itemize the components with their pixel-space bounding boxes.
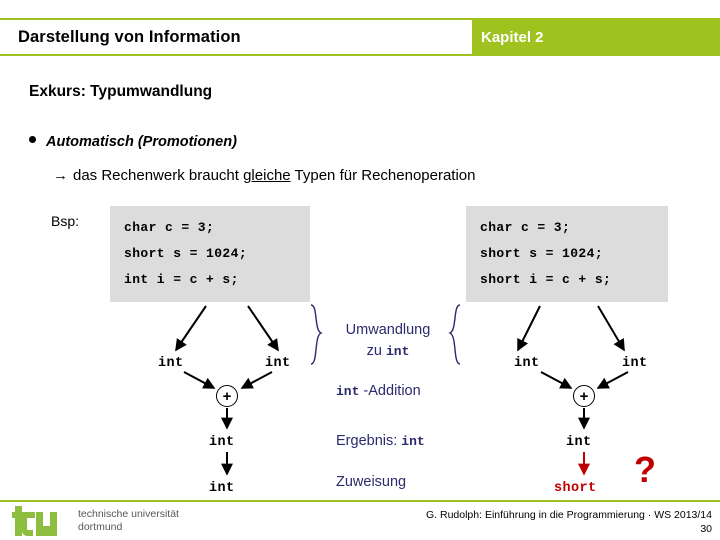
left-operand-1: int: [158, 356, 184, 371]
bullet-subline: → das Rechenwerk braucht gleiche Typen fü…: [53, 167, 476, 184]
right-operand-1: int: [514, 356, 540, 371]
arrow-left-op2-plus: [240, 371, 273, 389]
annotation-result: Ergebnis: int: [336, 433, 425, 449]
code-block-right: char c = 3; short s = 1024; short i = c …: [466, 206, 668, 302]
annotation-addition-text: -Addition: [359, 383, 421, 399]
annotation-conversion-line1: Umwandlung: [345, 322, 431, 338]
right-result: int: [566, 435, 592, 450]
footer-credit: G. Rudolph: Einführung in die Programmie…: [426, 509, 712, 521]
annotation-result-code: int: [401, 434, 425, 449]
annotation-conversion-line2-code: int: [385, 344, 410, 359]
brace-left: [310, 304, 323, 365]
section-heading: Exkurs: Typumwandlung: [29, 83, 213, 100]
bullet-label: Automatisch (Promotionen): [46, 134, 237, 150]
code-left-line1: char c = 3;: [124, 220, 215, 235]
code-right-line2: short s = 1024;: [480, 246, 604, 261]
bullet-item-automatisch: Automatisch (Promotionen): [29, 134, 237, 150]
brace-right: [448, 304, 461, 365]
example-label: Bsp:: [51, 213, 80, 229]
subline-emphasis: gleiche: [243, 167, 291, 184]
annotation-addition-code: int: [336, 384, 360, 399]
right-arrow-icon: →: [53, 167, 68, 184]
left-plus-operator: +: [216, 385, 238, 407]
subline-pre: das Rechenwerk braucht: [73, 167, 244, 184]
arrow-right-operand2: [597, 305, 625, 352]
tu-logo-icon: [12, 506, 57, 536]
question-mark-icon: ?: [634, 449, 656, 490]
tu-logo-line1: technische universität: [78, 507, 179, 520]
chapter-label: Kapitel 2: [481, 28, 544, 46]
code-block-left: char c = 3; short s = 1024; int i = c + …: [110, 206, 310, 302]
tu-logo-text: technische universität dortmund: [78, 508, 179, 535]
subline-post: Typen für Rechenoperation: [290, 167, 476, 184]
arrow-right-op1-plus: [540, 371, 573, 389]
left-assigned: int: [209, 481, 235, 496]
header-title-box: Darstellung von Information: [0, 20, 472, 54]
annotation-assignment: Zuweisung: [336, 474, 407, 490]
arrow-right-operand1: [517, 305, 541, 352]
annotation-conversion: Umwandlung zu int: [336, 320, 440, 362]
arrow-left-operand2: [247, 305, 279, 352]
annotation-conversion-line2-pre: zu: [366, 343, 386, 359]
right-plus-operator: +: [573, 385, 595, 407]
slide-header: Darstellung von Information Kapitel 2: [0, 18, 720, 56]
annotation-result-text: Ergebnis:: [336, 433, 402, 449]
right-assigned: short: [554, 481, 597, 496]
right-operand-2: int: [622, 356, 648, 371]
left-operand-2: int: [265, 356, 291, 371]
code-left-line3: int i = c + s;: [124, 272, 239, 287]
code-right-line3: short i = c + s;: [480, 272, 612, 287]
annotation-addition: int -Addition: [336, 383, 421, 399]
bullet-dot-icon: [29, 136, 36, 143]
page-title: Darstellung von Information: [18, 27, 241, 46]
arrow-right-op2-plus: [596, 371, 629, 389]
arrow-left-op1-plus: [183, 371, 216, 389]
arrow-left-operand1: [175, 305, 207, 352]
footer-divider: [0, 500, 720, 502]
footer-page-number: 30: [700, 523, 712, 535]
code-left-line2: short s = 1024;: [124, 246, 248, 261]
tu-logo-line2: dortmund: [78, 521, 123, 533]
left-result: int: [209, 435, 235, 450]
tu-dortmund-logo: technische universität dortmund: [12, 506, 179, 536]
code-right-line1: char c = 3;: [480, 220, 571, 235]
